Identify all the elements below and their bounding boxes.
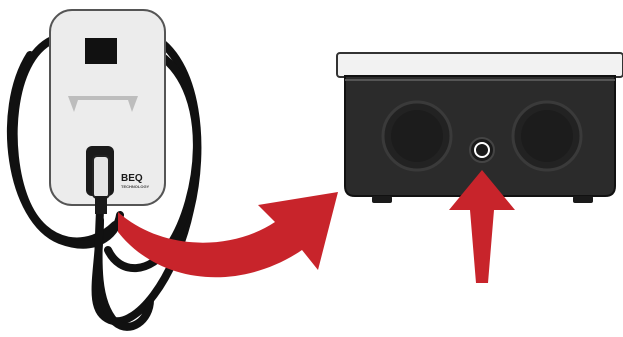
knockout-right-inner xyxy=(521,110,573,162)
enclosure-foot-right xyxy=(573,196,593,203)
charger-vent-line xyxy=(68,96,138,112)
up-arrow-icon xyxy=(449,170,515,283)
charger-brand-sublabel: TECHNOLOGY xyxy=(121,184,150,189)
charger-brand-label: BEQ xyxy=(121,173,143,184)
knockout-left-inner xyxy=(391,110,443,162)
charger-display xyxy=(85,38,117,64)
enclosure-foot-left xyxy=(372,196,392,203)
charger-housing xyxy=(49,9,166,206)
ev-charger-icon: BEQ TECHNOLOGY xyxy=(49,9,166,214)
curved-arrow-icon xyxy=(118,192,338,278)
charger-plug-neck xyxy=(95,196,107,214)
enclosure-lid xyxy=(336,52,623,78)
ventilation-port-icon xyxy=(469,137,495,163)
charger-plug-handle xyxy=(92,155,110,199)
charger-cable xyxy=(6,31,202,331)
enclosure-bottom-icon xyxy=(336,52,623,203)
